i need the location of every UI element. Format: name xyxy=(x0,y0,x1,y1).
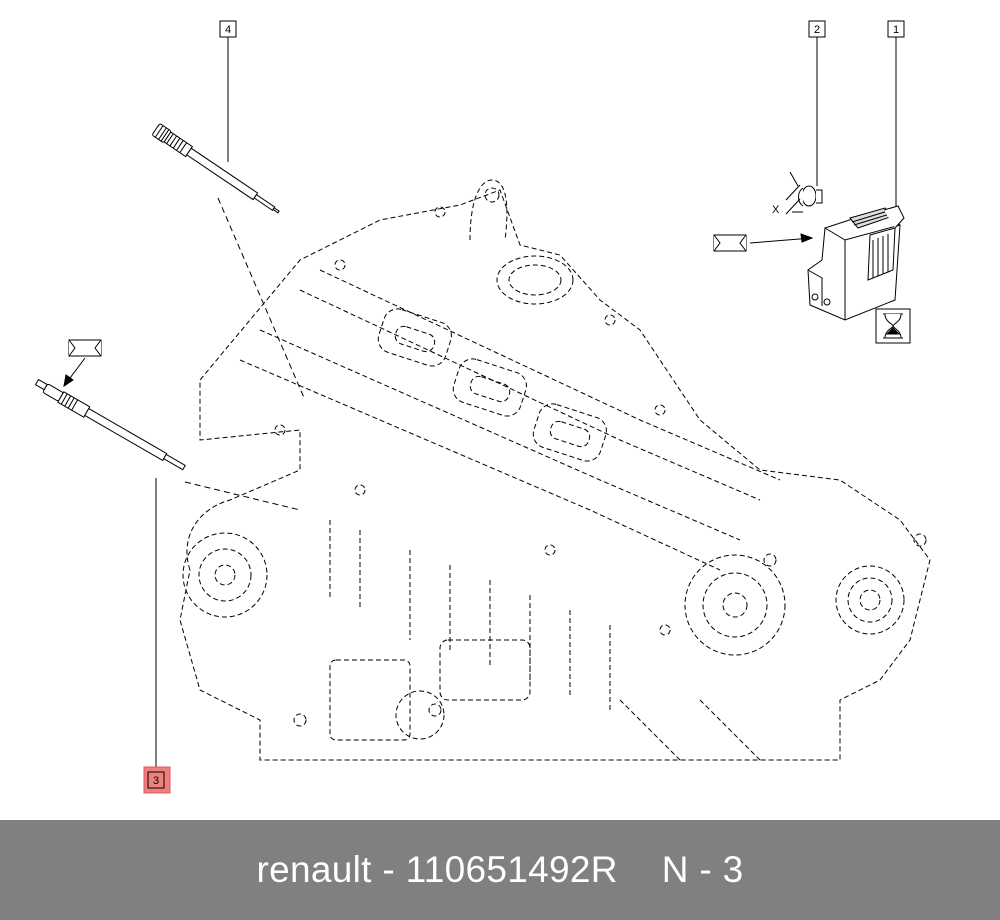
callout-3-label: 3 xyxy=(153,775,159,787)
torque-symbol-icon xyxy=(713,234,747,252)
callout-3-highlighted: 3 xyxy=(143,766,171,794)
torque-symbol-icon xyxy=(68,339,102,357)
leader-lines xyxy=(63,37,897,767)
nut-part-2 xyxy=(798,185,823,207)
exploded-parts-diagram: X 4 2 1 3 xyxy=(34,20,931,794)
part-number: 110651492R xyxy=(405,849,618,890)
separator: - xyxy=(382,849,395,890)
callout-2: 2 xyxy=(808,20,826,38)
callout-4: 4 xyxy=(219,20,237,38)
diagram-canvas: X 4 2 1 3 xyxy=(34,20,931,794)
control-unit-part-1 xyxy=(807,205,905,321)
part-info-footer: renault - 110651492R N - 3 xyxy=(0,820,1000,920)
brand-name: renault xyxy=(256,849,372,890)
glow-plug-part-3 xyxy=(34,378,186,471)
callout-4-label: 4 xyxy=(225,24,231,36)
engine-block-drawing xyxy=(179,179,931,761)
callout-1-label: 1 xyxy=(893,24,899,36)
hourglass-icon xyxy=(875,308,911,344)
callout-2-label: 2 xyxy=(814,24,820,36)
glow-plug-part-4 xyxy=(152,123,280,214)
diagram-position: N - 3 xyxy=(661,849,744,890)
callout-1: 1 xyxy=(887,20,905,38)
x-dimension-label: X xyxy=(772,204,780,216)
